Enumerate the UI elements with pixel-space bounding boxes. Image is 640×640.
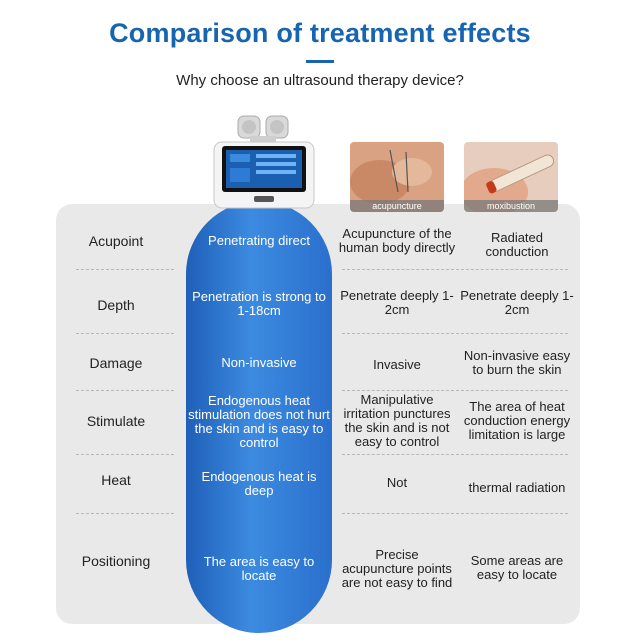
acupuncture-depth: Penetrate deeply 1-2cm xyxy=(340,288,454,317)
acupuncture-photo: acupuncture xyxy=(350,142,444,212)
moxibustion-label: moxibustion xyxy=(464,200,558,212)
row-divider xyxy=(342,269,568,270)
row-divider xyxy=(342,454,568,455)
acupuncture-heat: Not xyxy=(386,475,408,490)
moxibustion-heat: thermal radiation xyxy=(468,480,566,495)
row-divider xyxy=(76,269,174,270)
row-divider xyxy=(76,454,174,455)
page-title: Comparison of treatment effects xyxy=(109,18,531,48)
acupuncture-damage: Invasive xyxy=(373,357,421,372)
moxibustion-stimulate: The area of heat conduction energy limit… xyxy=(463,399,571,442)
row-divider xyxy=(76,390,174,391)
ultrasound-column-highlight xyxy=(186,201,332,633)
moxibustion-positioning: Some areas are easy to locate xyxy=(470,553,564,582)
moxibustion-damage: Non-invasive easy to burn the skin xyxy=(463,348,571,377)
row-divider xyxy=(76,513,174,514)
row-label-acupoint: Acupoint xyxy=(88,233,144,249)
row-label-positioning: Positioning xyxy=(81,553,151,569)
row-label-damage: Damage xyxy=(89,355,143,371)
acupuncture-positioning: Precise acupuncture points are not easy … xyxy=(341,547,453,590)
moxibustion-depth: Penetrate deeply 1-2cm xyxy=(460,288,574,317)
row-label-heat: Heat xyxy=(101,472,131,488)
acupuncture-acupoint: Acupuncture of the human body directly xyxy=(338,226,456,255)
row-divider xyxy=(76,333,174,334)
device-positioning: The area is easy to locate xyxy=(203,554,315,583)
row-divider xyxy=(342,390,568,391)
device-heat: Endogenous heat is deep xyxy=(201,469,317,498)
ultrasound-device-icon xyxy=(213,115,315,209)
moxibustion-photo: moxibustion xyxy=(464,142,558,212)
row-label-stimulate: Stimulate xyxy=(86,413,146,429)
device-stimulate: Endogenous heat stimulation does not hur… xyxy=(188,393,330,450)
page-subtitle: Why choose an ultrasound therapy device? xyxy=(176,72,464,89)
row-divider xyxy=(342,513,568,514)
moxibustion-acupoint: Radiated conduction xyxy=(485,230,549,259)
device-damage: Non-invasive xyxy=(221,355,297,370)
acupuncture-stimulate: Manipulative irritation punctures the sk… xyxy=(343,392,451,449)
acupuncture-label: acupuncture xyxy=(350,200,444,212)
device-acupoint: Penetrating direct xyxy=(208,233,310,248)
row-divider xyxy=(342,333,568,334)
device-depth: Penetration is strong to 1-18cm xyxy=(192,289,326,318)
title-underline xyxy=(306,60,334,63)
row-label-depth: Depth xyxy=(97,297,135,313)
